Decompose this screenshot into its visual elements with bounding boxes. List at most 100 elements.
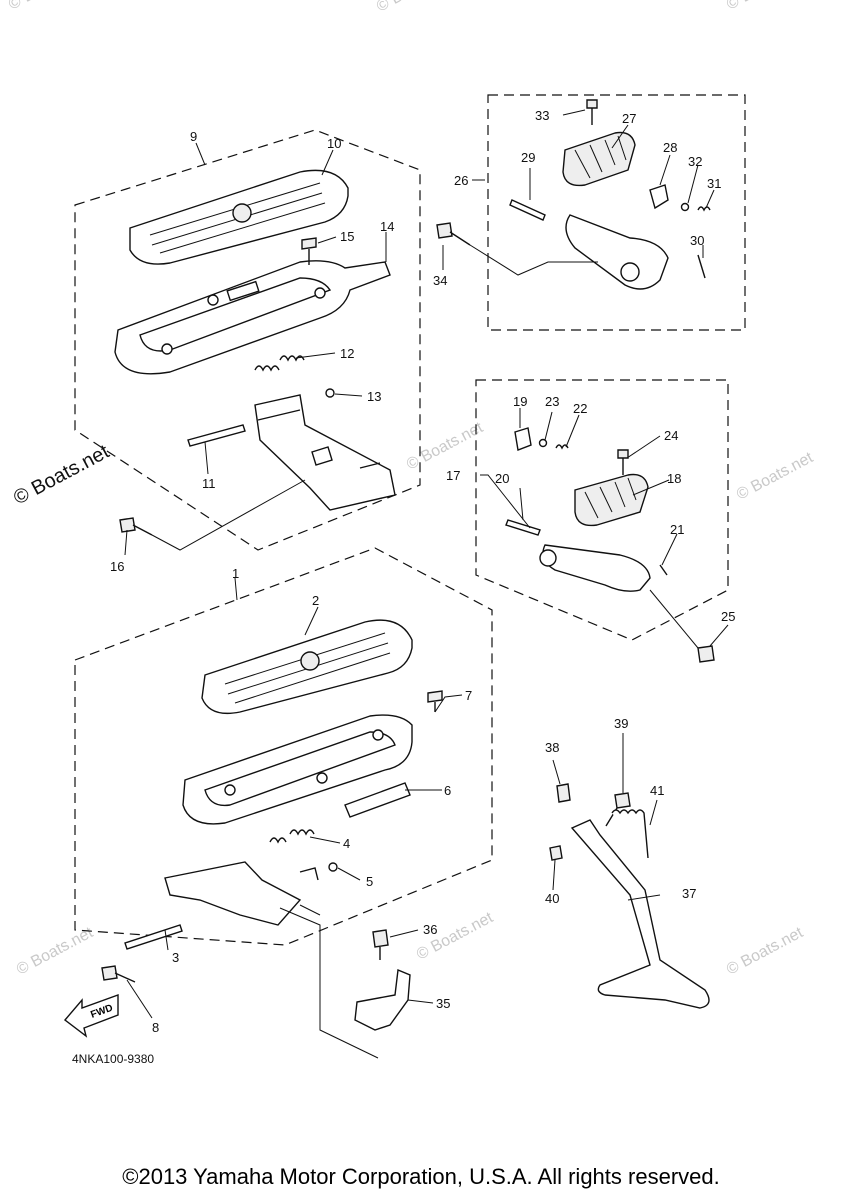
callout-1: 1 (232, 566, 239, 581)
callout-7: 7 (465, 688, 472, 703)
watermark: © Boats.net (734, 449, 816, 504)
callout-27: 27 (622, 111, 636, 126)
callout-40: 40 (545, 891, 559, 906)
collar-38 (556, 783, 571, 803)
nut-40 (549, 845, 563, 861)
pin-29 (509, 199, 546, 221)
watermark: © Boats.net (374, 0, 456, 16)
callout-5: 5 (366, 874, 373, 889)
sidestand-assembly (279, 783, 710, 1059)
screw-33 (586, 99, 598, 125)
bracket-35 (354, 968, 411, 1031)
callout-35: 35 (436, 996, 450, 1011)
callout-6: 6 (444, 783, 451, 798)
clip-13 (325, 388, 335, 398)
part-code: 4NKA100-9380 (72, 1052, 154, 1066)
footpeg-rubber-27 (562, 131, 636, 187)
callout-29: 29 (521, 150, 535, 165)
ball-32 (680, 202, 690, 212)
callout-38: 38 (545, 740, 559, 755)
pin-20 (505, 519, 541, 536)
pin-21 (659, 564, 668, 576)
pin-30 (697, 254, 706, 279)
bolt-34 (436, 222, 471, 246)
footpeg-body (565, 214, 669, 290)
callout-15: 15 (340, 229, 354, 244)
callout-4: 4 (343, 836, 350, 851)
watermarks: © Boats.net © Boats.net © Boats.net © Bo… (6, 0, 816, 979)
emblem (232, 203, 252, 223)
callout-25: 25 (721, 609, 735, 624)
callout-33: 33 (535, 108, 549, 123)
bolt-36 (372, 929, 389, 960)
callout-28: 28 (663, 140, 677, 155)
callout-3: 3 (172, 950, 179, 965)
callout-10: 10 (327, 136, 341, 151)
callout-2: 2 (312, 593, 319, 608)
group-17-outline (475, 379, 729, 641)
clip-5 (328, 862, 338, 872)
callout-30: 30 (690, 233, 704, 248)
callout-37: 37 (682, 886, 696, 901)
watermark: © Boats.net (724, 924, 806, 979)
callout-32: 32 (688, 154, 702, 169)
callouts: 1 2 3 4 5 6 7 8 9 10 11 12 13 14 15 16 1… (110, 108, 735, 1035)
upper-footboard-assembly (114, 169, 396, 536)
lower-footboard-assembly: FWD (63, 619, 443, 1038)
emblem (300, 651, 320, 671)
ball-19 (514, 427, 532, 451)
callout-19: 19 (513, 394, 527, 409)
boats-net-mark: © Boats.net (10, 441, 113, 510)
callout-22: 22 (573, 401, 587, 416)
watermark: © Boats.net (14, 924, 96, 979)
ball-23 (538, 438, 548, 448)
callout-41: 41 (650, 783, 664, 798)
callout-11: 11 (202, 476, 216, 491)
group-9-outline (74, 129, 421, 551)
pin-11 (187, 424, 246, 447)
callout-36: 36 (423, 922, 437, 937)
group-1-outline (74, 547, 493, 946)
watermark: © Boats.net (724, 0, 806, 14)
callout-39: 39 (614, 716, 628, 731)
footboard-bracket-lower (164, 861, 302, 926)
callout-13: 13 (367, 389, 381, 404)
callout-20: 20 (495, 471, 509, 486)
callout-14: 14 (380, 219, 394, 234)
bolt-16 (119, 517, 153, 536)
callout-34: 34 (433, 273, 447, 288)
spring-4 (269, 829, 315, 844)
callout-31: 31 (707, 176, 721, 191)
watermark: © Boats.net (404, 419, 486, 474)
ball-28 (649, 184, 669, 210)
callout-26: 26 (454, 173, 468, 188)
spring-31 (697, 206, 711, 212)
bolt-25 (697, 645, 715, 663)
screw-7 (427, 690, 443, 712)
footpeg-body-lower (542, 544, 651, 592)
callout-24: 24 (664, 428, 678, 443)
upper-footpeg-assembly (436, 99, 711, 290)
callout-16: 16 (110, 559, 124, 574)
callout-8: 8 (152, 1020, 159, 1035)
bolt-8 (101, 965, 136, 983)
screw-24 (617, 449, 629, 475)
sidestand-37 (570, 819, 710, 1009)
fwd-arrow: FWD (63, 994, 119, 1038)
screw-15 (301, 237, 317, 265)
callout-17: 17 (446, 468, 460, 483)
pin-3 (124, 924, 183, 950)
copyright-notice: ©2013 Yamaha Motor Corporation, U.S.A. A… (122, 1164, 720, 1189)
spring-12 (254, 355, 305, 372)
footpeg-rubber-18 (574, 473, 649, 527)
callout-23: 23 (545, 394, 559, 409)
frame-inner (139, 277, 332, 352)
callout-12: 12 (340, 346, 354, 361)
callout-21: 21 (670, 522, 684, 537)
callout-18: 18 (667, 471, 681, 486)
spring-41 (611, 809, 649, 859)
plate-6 (344, 782, 411, 818)
callout-9: 9 (190, 129, 197, 144)
leader-lines (124, 109, 729, 1019)
